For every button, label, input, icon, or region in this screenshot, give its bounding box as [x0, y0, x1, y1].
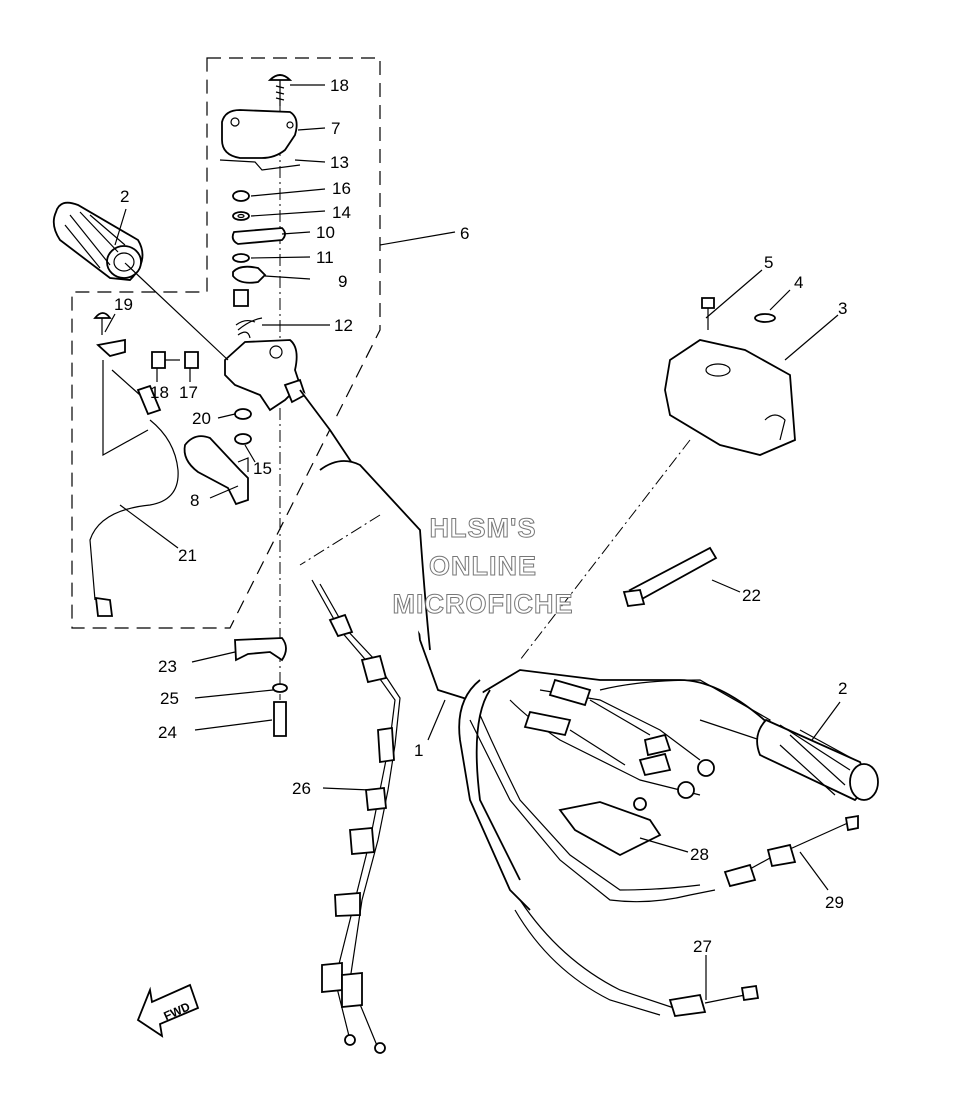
- label-part-22: 22: [742, 586, 761, 605]
- label-part-23: 23: [158, 657, 177, 676]
- label-part-8: 8: [190, 491, 199, 510]
- grip-right: [756, 718, 879, 802]
- label-part-2-right: 2: [838, 679, 847, 698]
- label-part-15: 15: [253, 459, 272, 478]
- wire-21: [89, 419, 179, 601]
- grip-left: [52, 201, 144, 281]
- switch-housing: [664, 339, 796, 456]
- label-part-26: 26: [292, 779, 311, 798]
- label-part-12: 12: [334, 316, 353, 335]
- label-part-18-top: 18: [330, 76, 349, 95]
- switch-centerline: [519, 439, 691, 661]
- label-part-14: 14: [332, 203, 351, 222]
- label-part-28: 28: [690, 845, 709, 864]
- handlebar: [299, 389, 771, 911]
- watermark-line-1: HLSM'S: [430, 513, 537, 543]
- cable-centerline: [299, 514, 381, 566]
- label-part-20: 20: [192, 409, 211, 428]
- label-part-17: 17: [179, 383, 198, 402]
- screw-5: [701, 297, 715, 330]
- label-part-24: 25: [160, 689, 179, 708]
- label-part-3: 3: [838, 299, 847, 318]
- label-part-18-left: 18: [150, 383, 169, 402]
- assembly-outline: [71, 57, 456, 629]
- screw-18-top: [267, 74, 293, 106]
- label-part-2-left: 2: [120, 187, 129, 206]
- watermark-line-2: ONLINE: [429, 551, 537, 581]
- throttle-lever: [183, 435, 249, 506]
- adjusters: [638, 733, 715, 799]
- label-part-29: 29: [825, 893, 844, 912]
- label-part-13: 13: [330, 153, 349, 172]
- throttle-cable-26: [311, 579, 401, 1054]
- part-labels: 1 2 2 3 4 5 6 7 8 9 10 11 12 13 14 15 16…: [114, 76, 847, 956]
- cable-tie: [622, 546, 718, 607]
- label-part-21: 21: [178, 546, 197, 565]
- label-part-7: 7: [331, 119, 340, 138]
- washer-20: [234, 408, 252, 420]
- wire-21-connector: [94, 596, 114, 617]
- grip-left-leader: [124, 262, 229, 361]
- fwd-arrow: FWD: [136, 983, 200, 1038]
- clamp-parts: [234, 637, 288, 737]
- throttle-cover: [219, 109, 301, 171]
- throttle-housing: [224, 339, 307, 412]
- cable-27: [514, 899, 760, 1017]
- washer-15: [234, 433, 252, 445]
- label-part-6: 6: [460, 224, 469, 243]
- label-part-9: 9: [338, 272, 347, 291]
- o-ring-4: [754, 313, 776, 323]
- cable-29: [723, 814, 859, 888]
- label-part-4: 4: [794, 273, 803, 292]
- leader-lines: [104, 84, 841, 1000]
- label-part-25: 24: [158, 723, 177, 742]
- label-part-19: 19: [114, 295, 133, 314]
- label-part-1: 1: [414, 741, 423, 760]
- spring-12: [235, 317, 263, 339]
- switch-28: [558, 797, 662, 857]
- watermark-line-3: MICROFICHE: [393, 589, 574, 619]
- washer-stack: [231, 190, 286, 307]
- kill-switch: [93, 312, 162, 457]
- label-part-27: 27: [693, 937, 712, 956]
- watermark: HLSM'S ONLINE MICROFICHE: [392, 513, 574, 620]
- label-part-10: 10: [316, 223, 335, 242]
- label-part-5: 5: [764, 253, 773, 272]
- label-part-11: 11: [316, 248, 334, 267]
- bolt-nut-17-18: [151, 351, 199, 369]
- label-part-16: 16: [332, 179, 351, 198]
- brake-cables: [469, 678, 716, 903]
